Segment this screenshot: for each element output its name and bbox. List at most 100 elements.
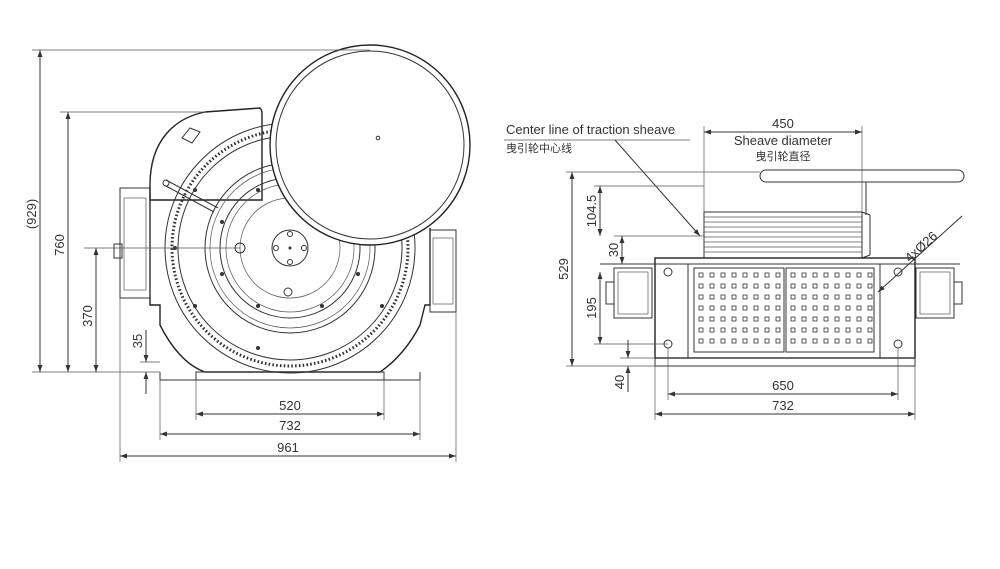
panel-hole bbox=[698, 283, 704, 289]
dim-40-label: 40 bbox=[612, 375, 627, 389]
panel-hole bbox=[720, 338, 726, 344]
panel-hole bbox=[698, 327, 704, 333]
panel-hole bbox=[812, 305, 818, 311]
panel-hole bbox=[709, 283, 715, 289]
panel-hole bbox=[801, 316, 807, 322]
note-center-line-cn: 曳引轮中心线 bbox=[506, 141, 572, 155]
panel-hole bbox=[790, 272, 796, 278]
left-sheave-disc-outer bbox=[269, 44, 471, 246]
panel-hole bbox=[753, 316, 759, 322]
panel-hole bbox=[812, 316, 818, 322]
right-hole-tl bbox=[663, 267, 673, 277]
panel-hole bbox=[764, 283, 770, 289]
panel-hole bbox=[742, 316, 748, 322]
panel-hole bbox=[709, 305, 715, 311]
panel-hole bbox=[845, 283, 851, 289]
panel-hole bbox=[812, 272, 818, 278]
panel-hole bbox=[720, 305, 726, 311]
panel-hole bbox=[867, 327, 873, 333]
left-side-block-right bbox=[429, 229, 457, 313]
panel-hole bbox=[742, 294, 748, 300]
right-sheave-grooves bbox=[703, 211, 871, 259]
left-view: (929) 760 370 35 520 732 bbox=[24, 44, 471, 462]
right-panel-right bbox=[785, 267, 875, 353]
panel-hole bbox=[845, 272, 851, 278]
panel-hole bbox=[775, 305, 781, 311]
panel-hole bbox=[742, 327, 748, 333]
dim-450-label: 450 bbox=[772, 116, 794, 131]
panel-hole bbox=[867, 272, 873, 278]
panel-hole bbox=[845, 316, 851, 322]
panel-hole bbox=[834, 327, 840, 333]
left-hub-bolts bbox=[173, 188, 384, 350]
panel-hole bbox=[698, 294, 704, 300]
panel-hole bbox=[698, 338, 704, 344]
dim-370-label: 370 bbox=[80, 305, 95, 327]
panel-hole bbox=[834, 283, 840, 289]
left-connector bbox=[113, 243, 123, 259]
panel-hole bbox=[764, 294, 770, 300]
dim-35-label: 35 bbox=[130, 334, 145, 348]
panel-hole bbox=[709, 294, 715, 300]
dim-40: 40 bbox=[612, 340, 655, 392]
right-view: Center line of traction sheave 曳引轮中心线 45… bbox=[504, 116, 965, 420]
dim-520-label: 520 bbox=[279, 398, 301, 413]
dim-732-right: 732 bbox=[654, 366, 916, 420]
right-hole-tr bbox=[893, 267, 903, 277]
panel-hole bbox=[790, 305, 796, 311]
right-side-motor-right bbox=[915, 267, 955, 319]
right-hole-br bbox=[893, 339, 903, 349]
dim-195: 195 bbox=[584, 272, 668, 345]
panel-hole bbox=[731, 305, 737, 311]
right-panel-left bbox=[693, 267, 785, 353]
panel-hole bbox=[731, 338, 737, 344]
panel-hole bbox=[731, 316, 737, 322]
right-base bbox=[654, 357, 916, 367]
panel-hole bbox=[720, 283, 726, 289]
panel-hole bbox=[764, 272, 770, 278]
left-sheave-disc-inner bbox=[275, 50, 465, 240]
panel-hole bbox=[709, 338, 715, 344]
panel-hole bbox=[834, 338, 840, 344]
panel-hole bbox=[823, 338, 829, 344]
panel-hole bbox=[764, 338, 770, 344]
right-side-motor-right-inner bbox=[919, 271, 951, 315]
panel-hole bbox=[867, 316, 873, 322]
dim-760-label: 760 bbox=[52, 234, 67, 256]
panel-hole bbox=[801, 283, 807, 289]
panel-hole bbox=[753, 338, 759, 344]
panel-hole bbox=[775, 283, 781, 289]
panel-hole bbox=[845, 338, 851, 344]
dim-929-label: (929) bbox=[24, 199, 39, 229]
panel-hole bbox=[834, 272, 840, 278]
panel-hole bbox=[709, 327, 715, 333]
left-center-hole bbox=[288, 246, 292, 250]
panel-hole bbox=[845, 294, 851, 300]
panel-hole bbox=[775, 316, 781, 322]
panel-hole bbox=[867, 283, 873, 289]
panel-hole bbox=[753, 272, 759, 278]
panel-hole bbox=[834, 294, 840, 300]
panel-hole bbox=[867, 338, 873, 344]
panel-hole bbox=[731, 294, 737, 300]
panel-hole bbox=[731, 327, 737, 333]
panel-hole bbox=[823, 316, 829, 322]
dim-760: 760 bbox=[52, 111, 205, 372]
panel-hole bbox=[753, 294, 759, 300]
panel-hole bbox=[698, 272, 704, 278]
panel-hole bbox=[698, 305, 704, 311]
panel-hole bbox=[823, 294, 829, 300]
dim-650-label: 650 bbox=[772, 378, 794, 393]
panel-hole bbox=[753, 327, 759, 333]
panel-hole bbox=[790, 338, 796, 344]
panel-hole bbox=[720, 294, 726, 300]
panel-hole bbox=[856, 316, 862, 322]
right-side-motor-left-inner bbox=[617, 271, 649, 315]
dim-650: 650 bbox=[667, 348, 899, 400]
note-sheave-diameter-en: Sheave diameter bbox=[734, 133, 833, 148]
panel-hole bbox=[742, 338, 748, 344]
dim-732-left: 732 bbox=[159, 380, 421, 440]
dim-104-5: 104.5 bbox=[584, 185, 704, 236]
panel-hole bbox=[867, 294, 873, 300]
right-panel-left-holes bbox=[698, 272, 781, 344]
